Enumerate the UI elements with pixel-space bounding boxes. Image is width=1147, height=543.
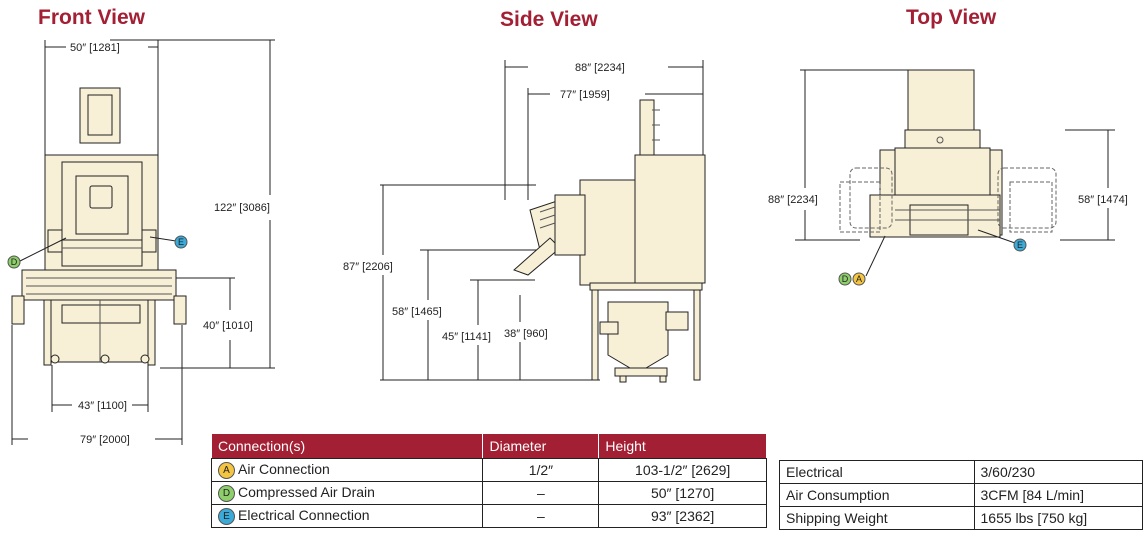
- front-dim-table-height: 40″ [1010]: [203, 320, 253, 332]
- front-dim-total-height: 122″ [3086]: [214, 202, 270, 214]
- connection-diameter: –: [482, 504, 600, 528]
- connection-height: 93″ [2362]: [598, 504, 767, 528]
- svg-text:D: D: [11, 257, 18, 267]
- connection-height: 103-1/2″ [2629]: [598, 458, 767, 482]
- table-row: Electrical 3/60/230: [779, 460, 1143, 484]
- connection-diameter: –: [482, 481, 600, 505]
- front-marker-e: E: [174, 235, 188, 249]
- connection-height: 50″ [1270]: [598, 481, 767, 505]
- side-dim-height-38: 38″ [960]: [504, 328, 548, 340]
- top-view-title: Top View: [906, 6, 997, 29]
- svg-text:E: E: [1017, 240, 1023, 250]
- front-view-title: Front View: [38, 6, 145, 29]
- connection-name: Electrical Connection: [238, 507, 370, 524]
- connections-header-row: Connection(s) Diameter Height: [210, 433, 767, 459]
- connection-name: Compressed Air Drain: [238, 484, 375, 501]
- badge-d: D: [218, 484, 235, 502]
- side-dim-height-45: 45″ [1141]: [442, 331, 491, 343]
- top-marker-a: A: [852, 272, 866, 286]
- side-dim-height-87: 87″ [2206]: [343, 261, 393, 273]
- top-marker-d: D: [838, 272, 852, 286]
- top-dim-depth: 88″ [2234]: [768, 194, 818, 206]
- side-dim-total-length: 88″ [2234]: [575, 62, 625, 74]
- connection-diameter: 1/2″: [482, 458, 600, 482]
- front-view-drawing: [11, 39, 275, 445]
- front-dim-top-width: 50″ [1281]: [70, 42, 120, 54]
- badge-e: E: [218, 507, 235, 525]
- front-dim-leg-width: 43″ [1100]: [78, 400, 127, 412]
- table-row: Air Consumption 3CFM [84 L/min]: [779, 483, 1143, 507]
- svg-text:D: D: [842, 274, 849, 284]
- spec-label: Air Consumption: [779, 483, 975, 507]
- specs-table: Electrical 3/60/230 Air Consumption 3CFM…: [779, 460, 1143, 530]
- header-connections: Connection(s): [210, 433, 484, 459]
- side-dim-height-58: 58″ [1465]: [392, 306, 442, 318]
- table-row: Shipping Weight 1655 lbs [750 kg]: [779, 506, 1143, 530]
- top-view-drawing: [795, 69, 1115, 277]
- spec-value: 3/60/230: [973, 460, 1143, 484]
- spec-value: 3CFM [84 L/min]: [973, 483, 1143, 507]
- front-marker-d: D: [7, 255, 21, 269]
- top-marker-e: E: [1013, 238, 1027, 252]
- svg-text:E: E: [178, 237, 184, 247]
- front-dim-total-width: 79″ [2000]: [80, 434, 130, 446]
- badge-a: A: [218, 461, 235, 479]
- side-dim-inner-length: 77″ [1959]: [560, 89, 610, 101]
- top-dim-inner-depth: 58″ [1474]: [1078, 194, 1128, 206]
- spec-label: Shipping Weight: [779, 506, 975, 530]
- header-height: Height: [598, 433, 767, 459]
- svg-text:A: A: [856, 274, 862, 284]
- header-diameter: Diameter: [482, 433, 600, 459]
- spec-label: Electrical: [779, 460, 975, 484]
- side-view-title: Side View: [500, 8, 598, 31]
- connection-name: Air Connection: [238, 461, 330, 478]
- spec-value: 1655 lbs [750 kg]: [973, 506, 1143, 530]
- side-view-drawing: [380, 60, 706, 383]
